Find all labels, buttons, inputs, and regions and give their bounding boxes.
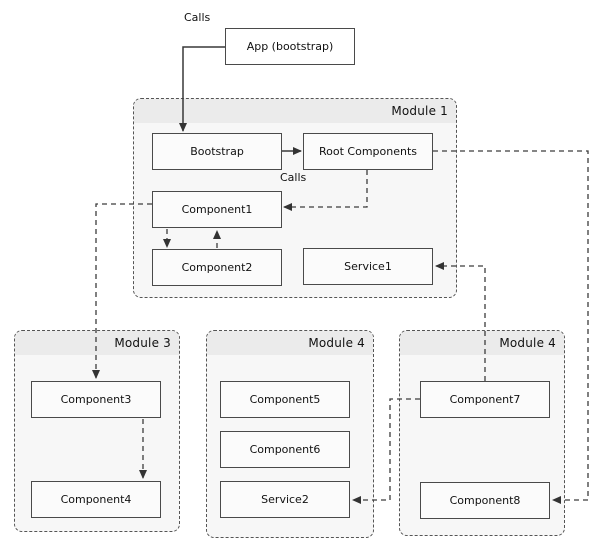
node-component7: Component7 bbox=[420, 381, 550, 418]
node-component3-label: Component3 bbox=[60, 393, 132, 406]
node-component6-label: Component6 bbox=[249, 443, 321, 456]
module1-title: Module 1 bbox=[391, 104, 448, 118]
edge-label-calls-top: Calls bbox=[184, 11, 211, 24]
node-component8: Component8 bbox=[420, 482, 550, 519]
node-service2-label: Service2 bbox=[261, 493, 309, 506]
node-component7-label: Component7 bbox=[449, 393, 521, 406]
module3-title: Module 3 bbox=[114, 336, 171, 350]
node-component2: Component2 bbox=[152, 249, 282, 286]
node-component3: Component3 bbox=[31, 381, 161, 418]
node-component2-label: Component2 bbox=[181, 261, 253, 274]
node-component1: Component1 bbox=[152, 191, 282, 228]
node-app: App (bootstrap) bbox=[225, 28, 355, 65]
node-root-components: Root Components bbox=[303, 133, 433, 170]
node-service1-label: Service1 bbox=[344, 260, 392, 273]
node-component4: Component4 bbox=[31, 481, 161, 518]
node-root-components-label: Root Components bbox=[318, 145, 417, 158]
node-component4-label: Component4 bbox=[60, 493, 132, 506]
module3-header: Module 3 bbox=[15, 331, 179, 355]
node-component8-label: Component8 bbox=[449, 494, 521, 507]
module4-middle-title: Module 4 bbox=[308, 336, 365, 350]
node-component5: Component5 bbox=[220, 381, 350, 418]
node-app-label: App (bootstrap) bbox=[246, 40, 334, 53]
node-bootstrap: Bootstrap bbox=[152, 133, 282, 170]
edge-label-calls-inner: Calls bbox=[280, 171, 307, 184]
node-service2: Service2 bbox=[220, 481, 350, 518]
node-component1-label: Component1 bbox=[181, 203, 253, 216]
node-component6: Component6 bbox=[220, 431, 350, 468]
node-bootstrap-label: Bootstrap bbox=[190, 145, 244, 158]
node-component5-label: Component5 bbox=[249, 393, 321, 406]
node-service1: Service1 bbox=[303, 248, 433, 285]
module4-right-header: Module 4 bbox=[400, 331, 564, 355]
module4-middle-header: Module 4 bbox=[207, 331, 373, 355]
module4-right-title: Module 4 bbox=[499, 336, 556, 350]
module1-header: Module 1 bbox=[134, 99, 456, 123]
